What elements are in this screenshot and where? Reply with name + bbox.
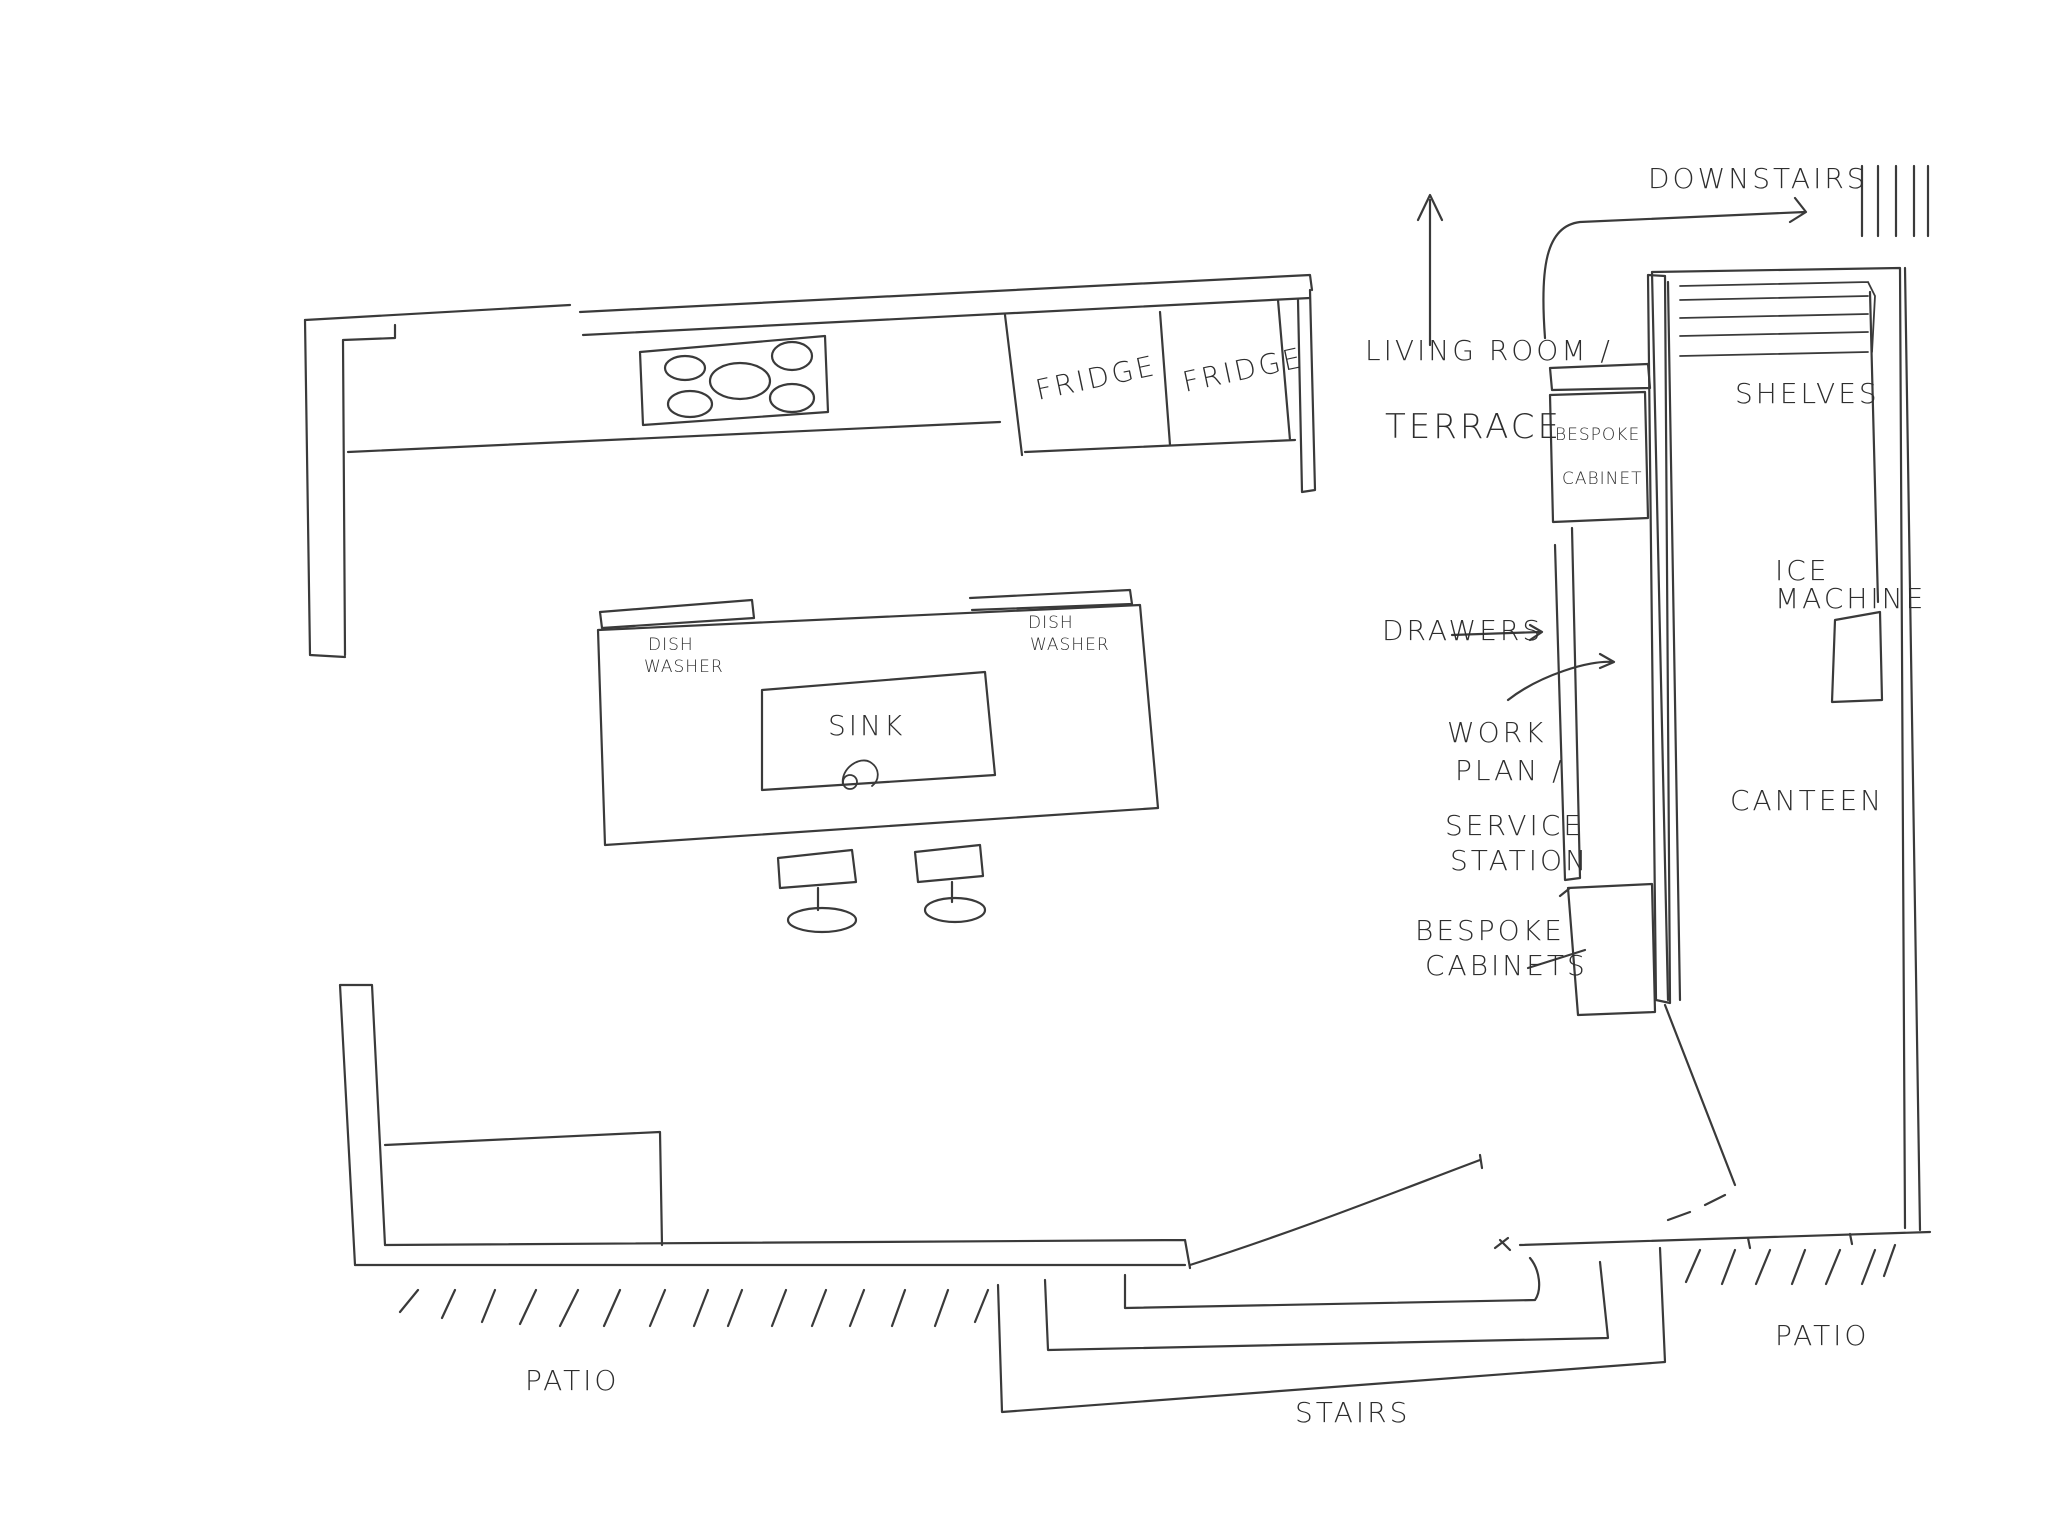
fridge-label-2: FRIDGE: [1180, 341, 1307, 399]
stair-step-1: [1123, 1256, 1541, 1310]
right-cabinets: [1548, 362, 1657, 1017]
north-worktop-edge: [346, 420, 1002, 454]
stair-treads-top: [1860, 164, 1930, 238]
tap-knob-icon: [842, 774, 858, 790]
bespoke-cabinet: [1548, 390, 1650, 524]
tap-icon: [841, 759, 879, 787]
hob: [638, 334, 830, 427]
fridges: [1003, 298, 1297, 457]
burner-icon: [708, 361, 772, 401]
door-hinge: [1493, 1236, 1512, 1252]
leader-arrows: [1416, 193, 1854, 1250]
west-wall-upper: [303, 318, 397, 659]
north-wall: [303, 273, 1314, 337]
door-swing-right: [1663, 1003, 1737, 1222]
stairs-label: STAIRS: [1295, 1396, 1410, 1429]
burner-icon: [663, 354, 707, 382]
south-wall-left: [353, 1238, 1192, 1270]
door-mark: [1478, 1153, 1484, 1170]
island: [596, 588, 1160, 847]
dishwasher-left-label-1: DISH: [648, 635, 694, 655]
shelves-lines: [1679, 281, 1876, 357]
drawers-label: DRAWERS: [1382, 614, 1543, 647]
stool-base: [786, 906, 858, 934]
bespoke-cabinets-label-2: CABINETS: [1425, 949, 1588, 982]
stool-seat: [776, 848, 858, 890]
downstairs-label: DOWNSTAIRS: [1648, 162, 1868, 195]
hob-outline: [638, 334, 830, 427]
burner-icon: [770, 340, 814, 372]
canteen-outer-wall: [1650, 266, 1922, 1232]
kitchen-walls: [303, 273, 1317, 1270]
stool-seat: [913, 843, 985, 884]
burner-icon: [666, 389, 714, 419]
bespoke-cabinets-label-1: BESPOKE: [1415, 914, 1565, 947]
bespoke-cabinets-lower: [1558, 882, 1657, 1017]
ice-machine: [1830, 290, 1884, 704]
dishwasher-right-label-2: WASHER: [1030, 635, 1110, 655]
corner-unit: [383, 1130, 664, 1247]
living-room-arrow-icon: [1416, 193, 1444, 347]
bar-stools: [776, 843, 987, 934]
burner-icon: [768, 382, 816, 414]
stair-step-3: [996, 1246, 1667, 1414]
stairs: [996, 1246, 1667, 1414]
bespoke-cabinet-label-2: CABINET: [1562, 469, 1643, 489]
work-plan-label-1: WORK: [1447, 716, 1547, 749]
downstairs-arrow: [1542, 196, 1808, 340]
bespoke-cabinets-leader: [1526, 948, 1587, 970]
south-doors: [1188, 1153, 1932, 1267]
terrace-label: TERRACE: [1385, 407, 1562, 447]
ice-machine-label-1: ICE: [1775, 554, 1830, 587]
worktop-strip: [1553, 526, 1582, 882]
south-wall-right: [1518, 1230, 1932, 1247]
north-east-wall-stub: [1296, 288, 1317, 494]
door-swing: [1188, 1158, 1482, 1267]
patio-hatching-left: [398, 1288, 990, 1328]
opening-marks: [1746, 1232, 1854, 1250]
canteen-label: CANTEEN: [1730, 784, 1884, 817]
stool-base: [923, 896, 987, 924]
partition-wall: [1646, 273, 1682, 1005]
fridge-units: [1003, 298, 1297, 457]
shelves-label: SHELVES: [1735, 377, 1880, 410]
living-room-label: LIVING ROOM /: [1365, 334, 1613, 367]
work-plan-arrow-icon: [1506, 652, 1616, 702]
ice-machine-label-2: MACHINE: [1775, 582, 1926, 615]
patio-right-label: PATIO: [1775, 1319, 1869, 1352]
patio-left-label: PATIO: [525, 1364, 619, 1397]
sink-label: SINK: [828, 709, 905, 742]
dishwasher-left: [598, 598, 756, 630]
canteen-walls: [1542, 164, 1930, 1232]
stair-step-2: [1043, 1260, 1610, 1352]
work-plan-label-2: PLAN /: [1455, 754, 1565, 787]
cabinet-top: [1548, 362, 1652, 392]
service-station-label-2: STATION: [1450, 844, 1589, 877]
island-counter: [596, 603, 1160, 847]
fridge-label-1: FRIDGE: [1033, 349, 1160, 407]
west-wall-lower: [338, 983, 387, 1267]
bespoke-cabinet-label-1: BESPOKE: [1555, 425, 1640, 445]
patio-hatching-right: [1684, 1243, 1897, 1286]
service-station-label-1: SERVICE: [1445, 809, 1584, 842]
dishwasher-right-label-1: DISH: [1028, 613, 1074, 633]
dishwasher-left-label-2: WASHER: [644, 657, 724, 677]
dishwasher-right: [968, 588, 1134, 612]
sink-basin: [760, 670, 997, 792]
drawers-arrow-icon: [1450, 623, 1544, 642]
